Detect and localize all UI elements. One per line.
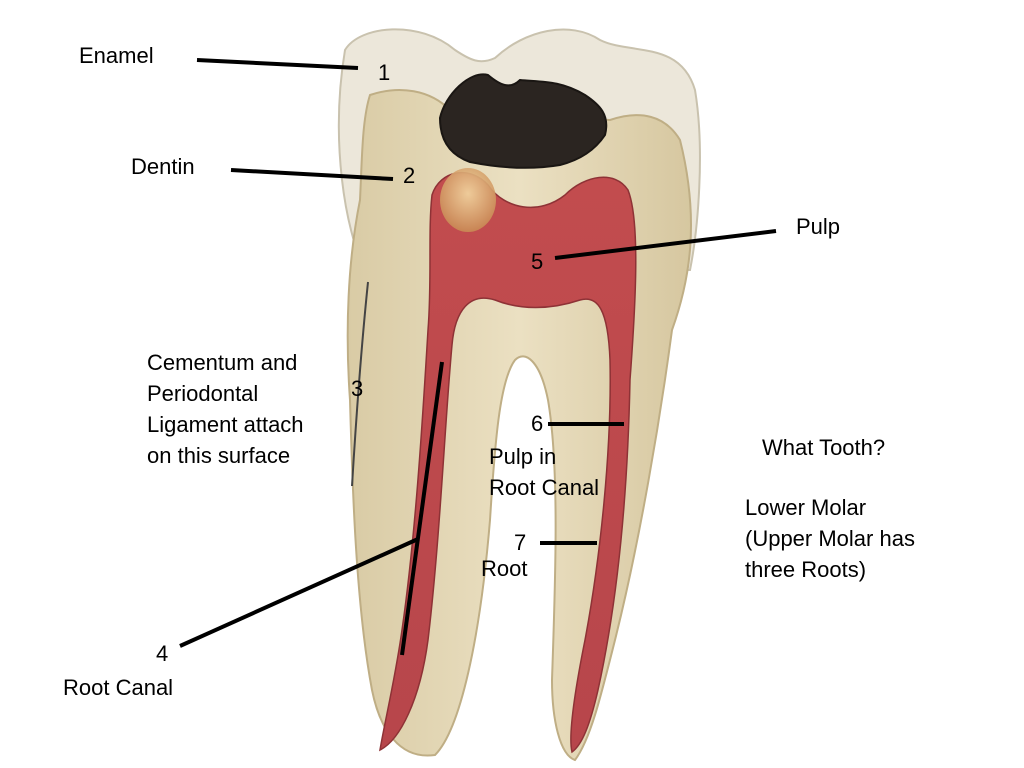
leader-root-canal-low bbox=[179, 537, 419, 648]
pulp-horn bbox=[440, 168, 496, 232]
pulp-chamber bbox=[379, 171, 637, 754]
cementum-line-4: on this surface bbox=[147, 443, 291, 468]
number-7: 7 bbox=[514, 530, 527, 555]
leader-lines bbox=[179, 58, 777, 656]
number-3: 3 bbox=[351, 376, 364, 401]
decay-cavity bbox=[438, 73, 608, 169]
leader-pulp bbox=[554, 229, 777, 260]
leader-dentin bbox=[230, 168, 394, 181]
answer-line-2: (Upper Molar has bbox=[745, 526, 915, 551]
label-cementum: Cementum and Periodontal Ligament attach… bbox=[147, 347, 304, 471]
number-2: 2 bbox=[403, 163, 416, 188]
question-prompt: What Tooth? bbox=[762, 435, 886, 460]
leader-enamel bbox=[196, 58, 359, 70]
label-root: Root bbox=[481, 556, 528, 581]
pulp-root-canal-line-1: Pulp in bbox=[489, 444, 557, 469]
question-answer: Lower Molar (Upper Molar has three Roots… bbox=[745, 492, 915, 585]
leader-root-canal-high bbox=[400, 361, 444, 656]
label-dentin: Dentin bbox=[131, 154, 195, 179]
cementum-line-1: Cementum and bbox=[147, 350, 298, 375]
label-pulp: Pulp bbox=[796, 214, 841, 239]
cementum-surface-line bbox=[351, 281, 369, 487]
label-pulp-in-root-canal: Pulp in Root Canal bbox=[489, 441, 599, 503]
number-4: 4 bbox=[156, 641, 169, 666]
number-1: 1 bbox=[378, 60, 391, 85]
label-root-canal: Root Canal bbox=[63, 675, 174, 700]
number-6: 6 bbox=[531, 411, 544, 436]
answer-line-1: Lower Molar bbox=[745, 495, 867, 520]
number-5: 5 bbox=[531, 249, 544, 274]
label-enamel: Enamel bbox=[79, 43, 154, 68]
cementum-line-3: Ligament attach bbox=[147, 412, 304, 437]
answer-line-3: three Roots) bbox=[745, 557, 867, 582]
pulp-root-canal-line-2: Root Canal bbox=[489, 475, 600, 500]
cementum-line-2: Periodontal bbox=[147, 381, 259, 406]
